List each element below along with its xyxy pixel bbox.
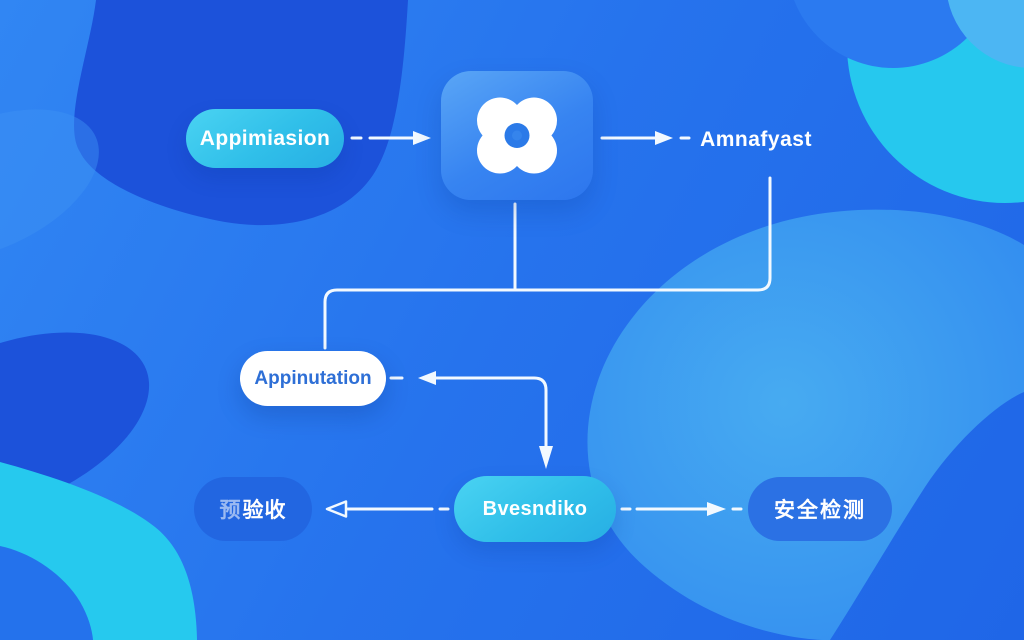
node-analysis-label: Amnafyast bbox=[688, 126, 824, 154]
blob-right-light bbox=[587, 209, 1024, 640]
node-start-label: Appimiasion bbox=[199, 126, 331, 150]
node-security-pill[interactable]: 安全检测 bbox=[748, 477, 892, 541]
clover-center-dot bbox=[512, 130, 522, 141]
acceptance-label: 验收 bbox=[242, 499, 287, 522]
blob-corner-light bbox=[947, 0, 1024, 68]
node-acceptance-pill[interactable]: 预 验收 bbox=[194, 477, 312, 541]
node-start-pill[interactable]: Appimiasion bbox=[186, 109, 344, 168]
process-label: Bvesndiko bbox=[482, 497, 588, 520]
security-label: 安全检测 bbox=[774, 499, 866, 522]
clover-app-icon[interactable] bbox=[441, 71, 593, 200]
blob-left-light bbox=[0, 109, 99, 261]
acceptance-prefix: 预 bbox=[219, 499, 242, 522]
node-process-pill[interactable]: Bvesndiko bbox=[454, 476, 616, 542]
analysis-text: Amnafyast bbox=[700, 128, 812, 151]
review-label: Appinutation bbox=[254, 367, 372, 389]
node-review-pill[interactable]: Appinutation bbox=[240, 351, 386, 406]
blob-bottomleft-dark bbox=[0, 332, 150, 520]
clover-glyph bbox=[477, 97, 557, 174]
blob-topright-cover bbox=[794, 0, 992, 68]
blob-bottomleft-inner bbox=[0, 546, 93, 640]
